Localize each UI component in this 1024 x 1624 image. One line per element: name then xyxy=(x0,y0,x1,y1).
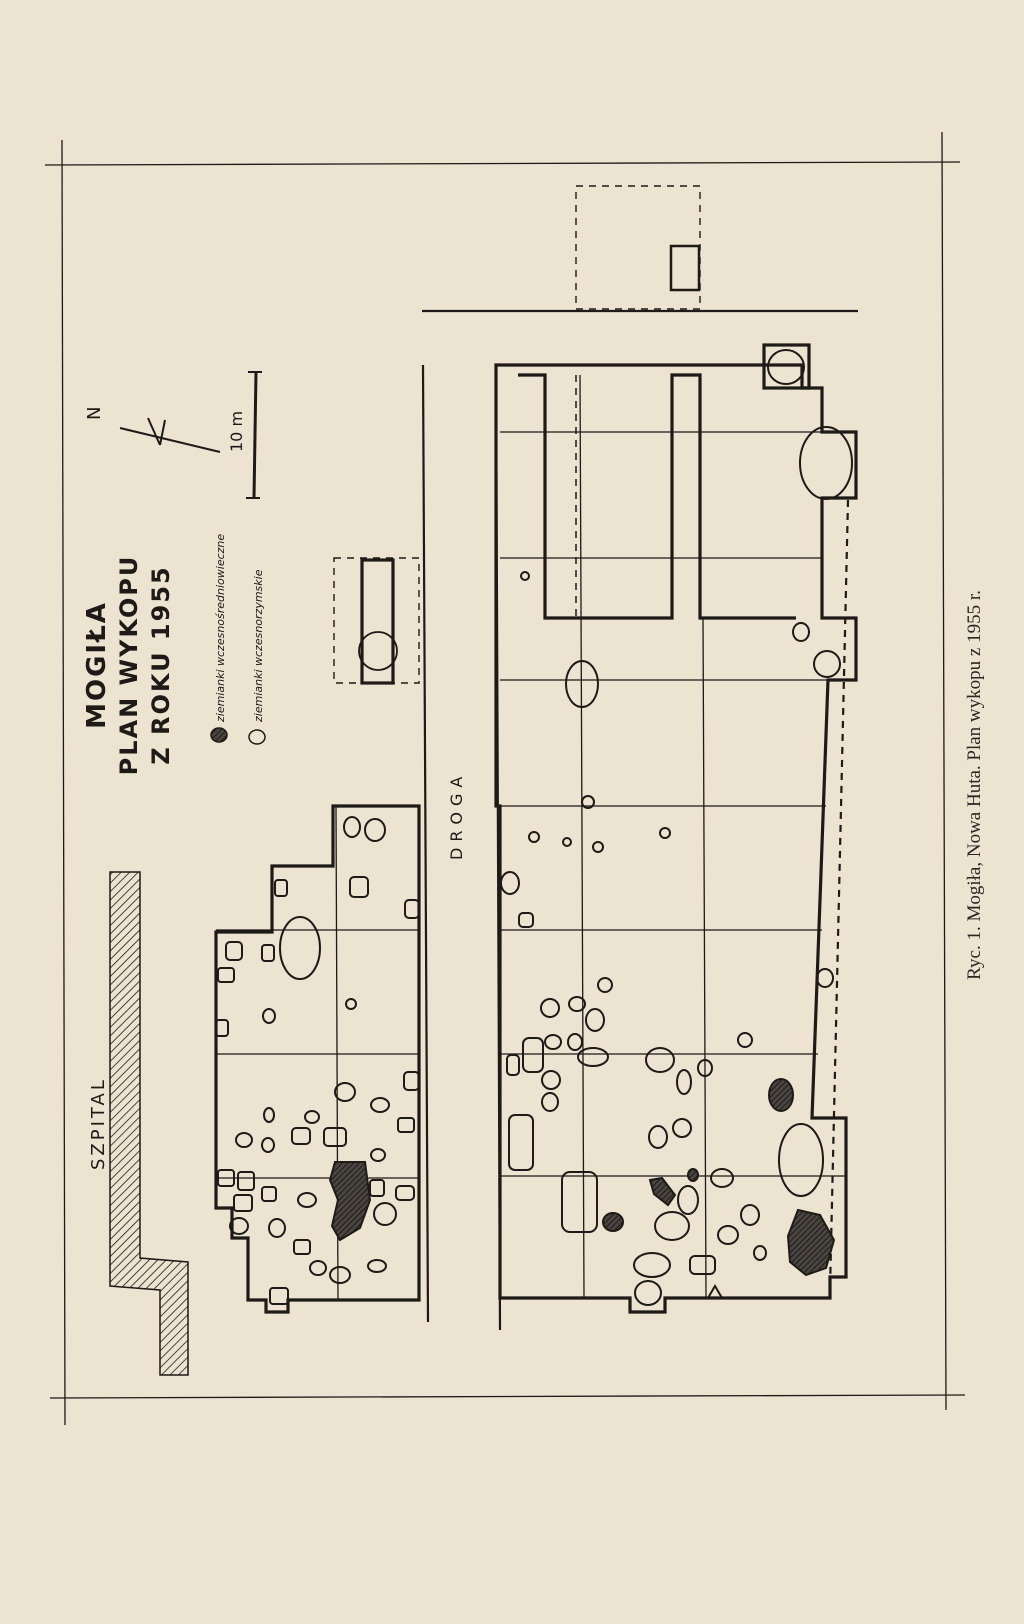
north-arrow-icon xyxy=(119,417,221,453)
small-trench xyxy=(333,557,420,685)
north-label: N xyxy=(84,407,105,420)
legend: ziemianki wczesnośredniowieczne ziemiank… xyxy=(210,534,266,745)
outline-pits xyxy=(215,426,853,1306)
map-frame xyxy=(44,131,966,1426)
hospital-wall xyxy=(109,871,189,1376)
left-excavation xyxy=(214,804,421,1314)
title-line-1: MOGIŁA xyxy=(82,601,112,729)
legend-early-roman-symbol xyxy=(248,729,266,745)
figure-caption: Ryc. 1. Mogiła, Nowa Huta. Plan wykopu z… xyxy=(964,590,985,980)
upper-dashed-area xyxy=(575,185,701,310)
title-line-3: Z ROKU 1955 xyxy=(147,565,175,764)
title-block: MOGIŁA PLAN WYKOPU Z ROKU 1955 xyxy=(82,555,175,776)
main-excavation xyxy=(494,343,858,1314)
hatched-pits xyxy=(328,1078,836,1277)
scale-bar xyxy=(246,371,262,499)
legend-early-roman-label: ziemianki wczesnorzymskie xyxy=(252,569,265,723)
road xyxy=(421,309,858,1331)
legend-early-medieval-symbol xyxy=(210,727,228,743)
scale-label: 10 m xyxy=(227,411,246,452)
hospital-label: SZPITAL xyxy=(88,1077,109,1170)
legend-early-medieval-label: ziemianki wczesnośredniowieczne xyxy=(214,534,227,723)
title-line-2: PLAN WYKOPU xyxy=(115,555,143,776)
road-label: DROGA xyxy=(447,771,466,860)
